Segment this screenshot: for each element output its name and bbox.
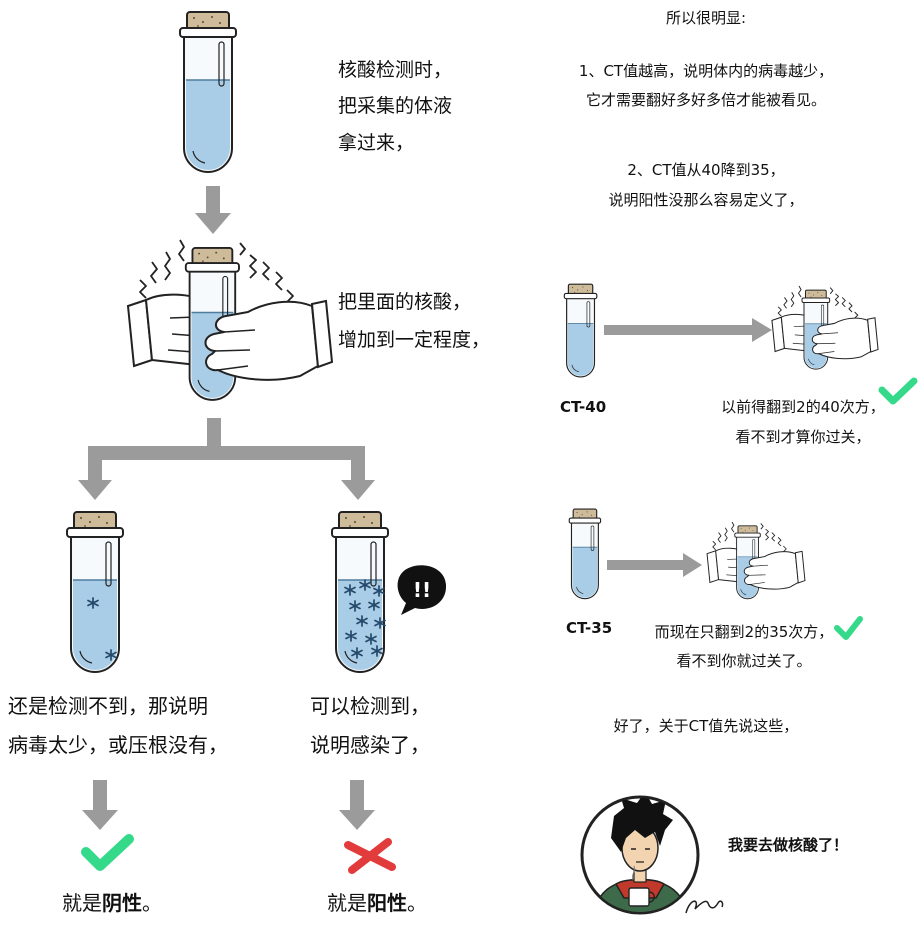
check-icon [878,377,918,405]
positive-result-suffix: 。 [407,891,427,915]
negative-result: 就是阴性。 [62,890,162,916]
positive-result-prefix: 就是 [327,891,367,915]
cross-icon [344,838,396,874]
ct35-line1: 而现在只翻到2的35次方， [654,623,834,641]
point1-line2: 它才需要翻好多好多倍才能被看见。 [585,91,826,109]
arrow-down-1 [195,186,231,234]
point1-line1: 1、CT值越高，说明体内的病毒越少， [578,62,834,80]
negative-result-keyword: 阴性 [102,891,142,915]
check-icon [834,616,863,640]
point2-line1: 2、CT值从40降到35， [627,161,785,179]
step1-line3: 拿过来， [338,132,415,154]
positive-result: 就是阳性。 [327,890,427,916]
sample-tube-icon [179,11,237,173]
alert-text: !! [413,578,431,602]
negative-result-prefix: 就是 [62,891,102,915]
ct35-line2: 看不到你就过关了。 [676,652,812,670]
signature-mark [685,900,724,914]
branch-arrows [78,418,375,500]
ct35-label: CT-35 [566,619,613,637]
ct40-line1: 以前得翻到2的40次方， [721,398,885,416]
ct35-tube-icon [568,508,602,600]
exclamation-bubble-icon: !! [397,565,447,615]
negative-text-line1: 还是检测不到，那说明 [8,694,208,718]
arrow-right-ct40 [604,318,772,342]
positive-result-keyword: 阳性 [367,891,407,915]
negative-tube-icon [66,511,124,673]
ct35-hands-icon [707,522,805,599]
negative-result-suffix: 。 [142,891,162,915]
arrow-right-ct35 [607,553,702,577]
step1-line2: 把采集的体液 [338,95,453,117]
ct40-label: CT-40 [560,398,607,416]
ct40-line2: 看不到才算你过关， [735,428,871,446]
check-icon [81,834,134,871]
intro-heading: 所以很明显: [665,9,747,27]
point2-line2: 说明阳性没那么容易定义了， [608,191,804,209]
speech-text: 我要去做核酸了！ [728,836,849,854]
arrow-down-positive [339,780,375,830]
step2-line2: 增加到一定程度， [338,329,491,351]
negative-text-line2: 病毒太少，或压根没有， [8,733,228,757]
positive-text-line2: 说明感染了， [310,733,430,757]
ct40-hands-icon [772,286,878,369]
ct40-tube-icon [563,283,598,378]
arrow-down-negative [82,780,118,830]
step1-line1: 核酸检测时， [338,59,453,81]
positive-text-line1: 可以检测到， [310,694,430,718]
closing-text: 好了，关于CT值先说这些， [613,717,799,735]
step2-line1: 把里面的核酸， [338,291,472,313]
author-avatar [580,795,700,915]
gloved-hands-amplifying-icon [128,240,332,400]
